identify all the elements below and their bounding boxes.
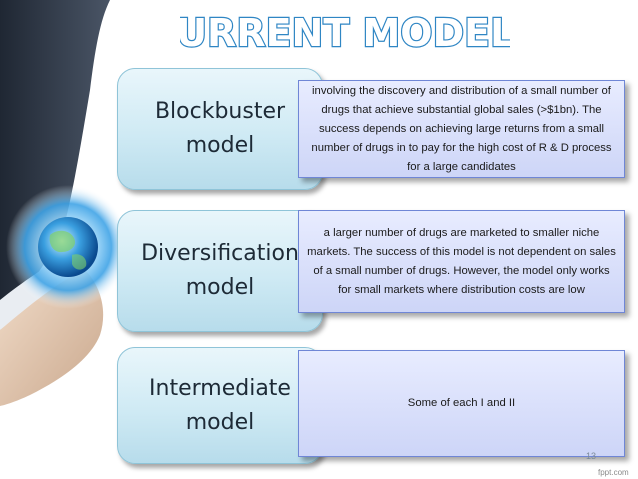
model-name: Intermediate model bbox=[149, 372, 291, 440]
model-label-intermediate: Intermediate model bbox=[117, 347, 323, 464]
page-title: CURRENT MODELS bbox=[180, 6, 510, 56]
model-description-diversification: a larger number of drugs are marketed to… bbox=[298, 210, 625, 313]
page-number: 13 bbox=[586, 451, 596, 461]
model-description-text: involving the discovery and distribution… bbox=[307, 82, 616, 177]
model-description-blockbuster: involving the discovery and distribution… bbox=[298, 80, 625, 178]
model-description-text: Some of each I and II bbox=[408, 394, 515, 413]
model-name: Blockbuster model bbox=[155, 95, 285, 163]
model-label-blockbuster: Blockbuster model bbox=[117, 68, 323, 190]
model-name: Diversification model bbox=[141, 237, 299, 305]
model-description-text: a larger number of drugs are marketed to… bbox=[307, 224, 616, 300]
hand-globe-illustration bbox=[0, 0, 130, 479]
model-description-intermediate: Some of each I and II bbox=[298, 350, 625, 457]
watermark: fppt.com bbox=[598, 468, 629, 477]
model-label-diversification: Diversification model bbox=[117, 210, 323, 332]
page-title-text: CURRENT MODELS bbox=[180, 11, 510, 55]
